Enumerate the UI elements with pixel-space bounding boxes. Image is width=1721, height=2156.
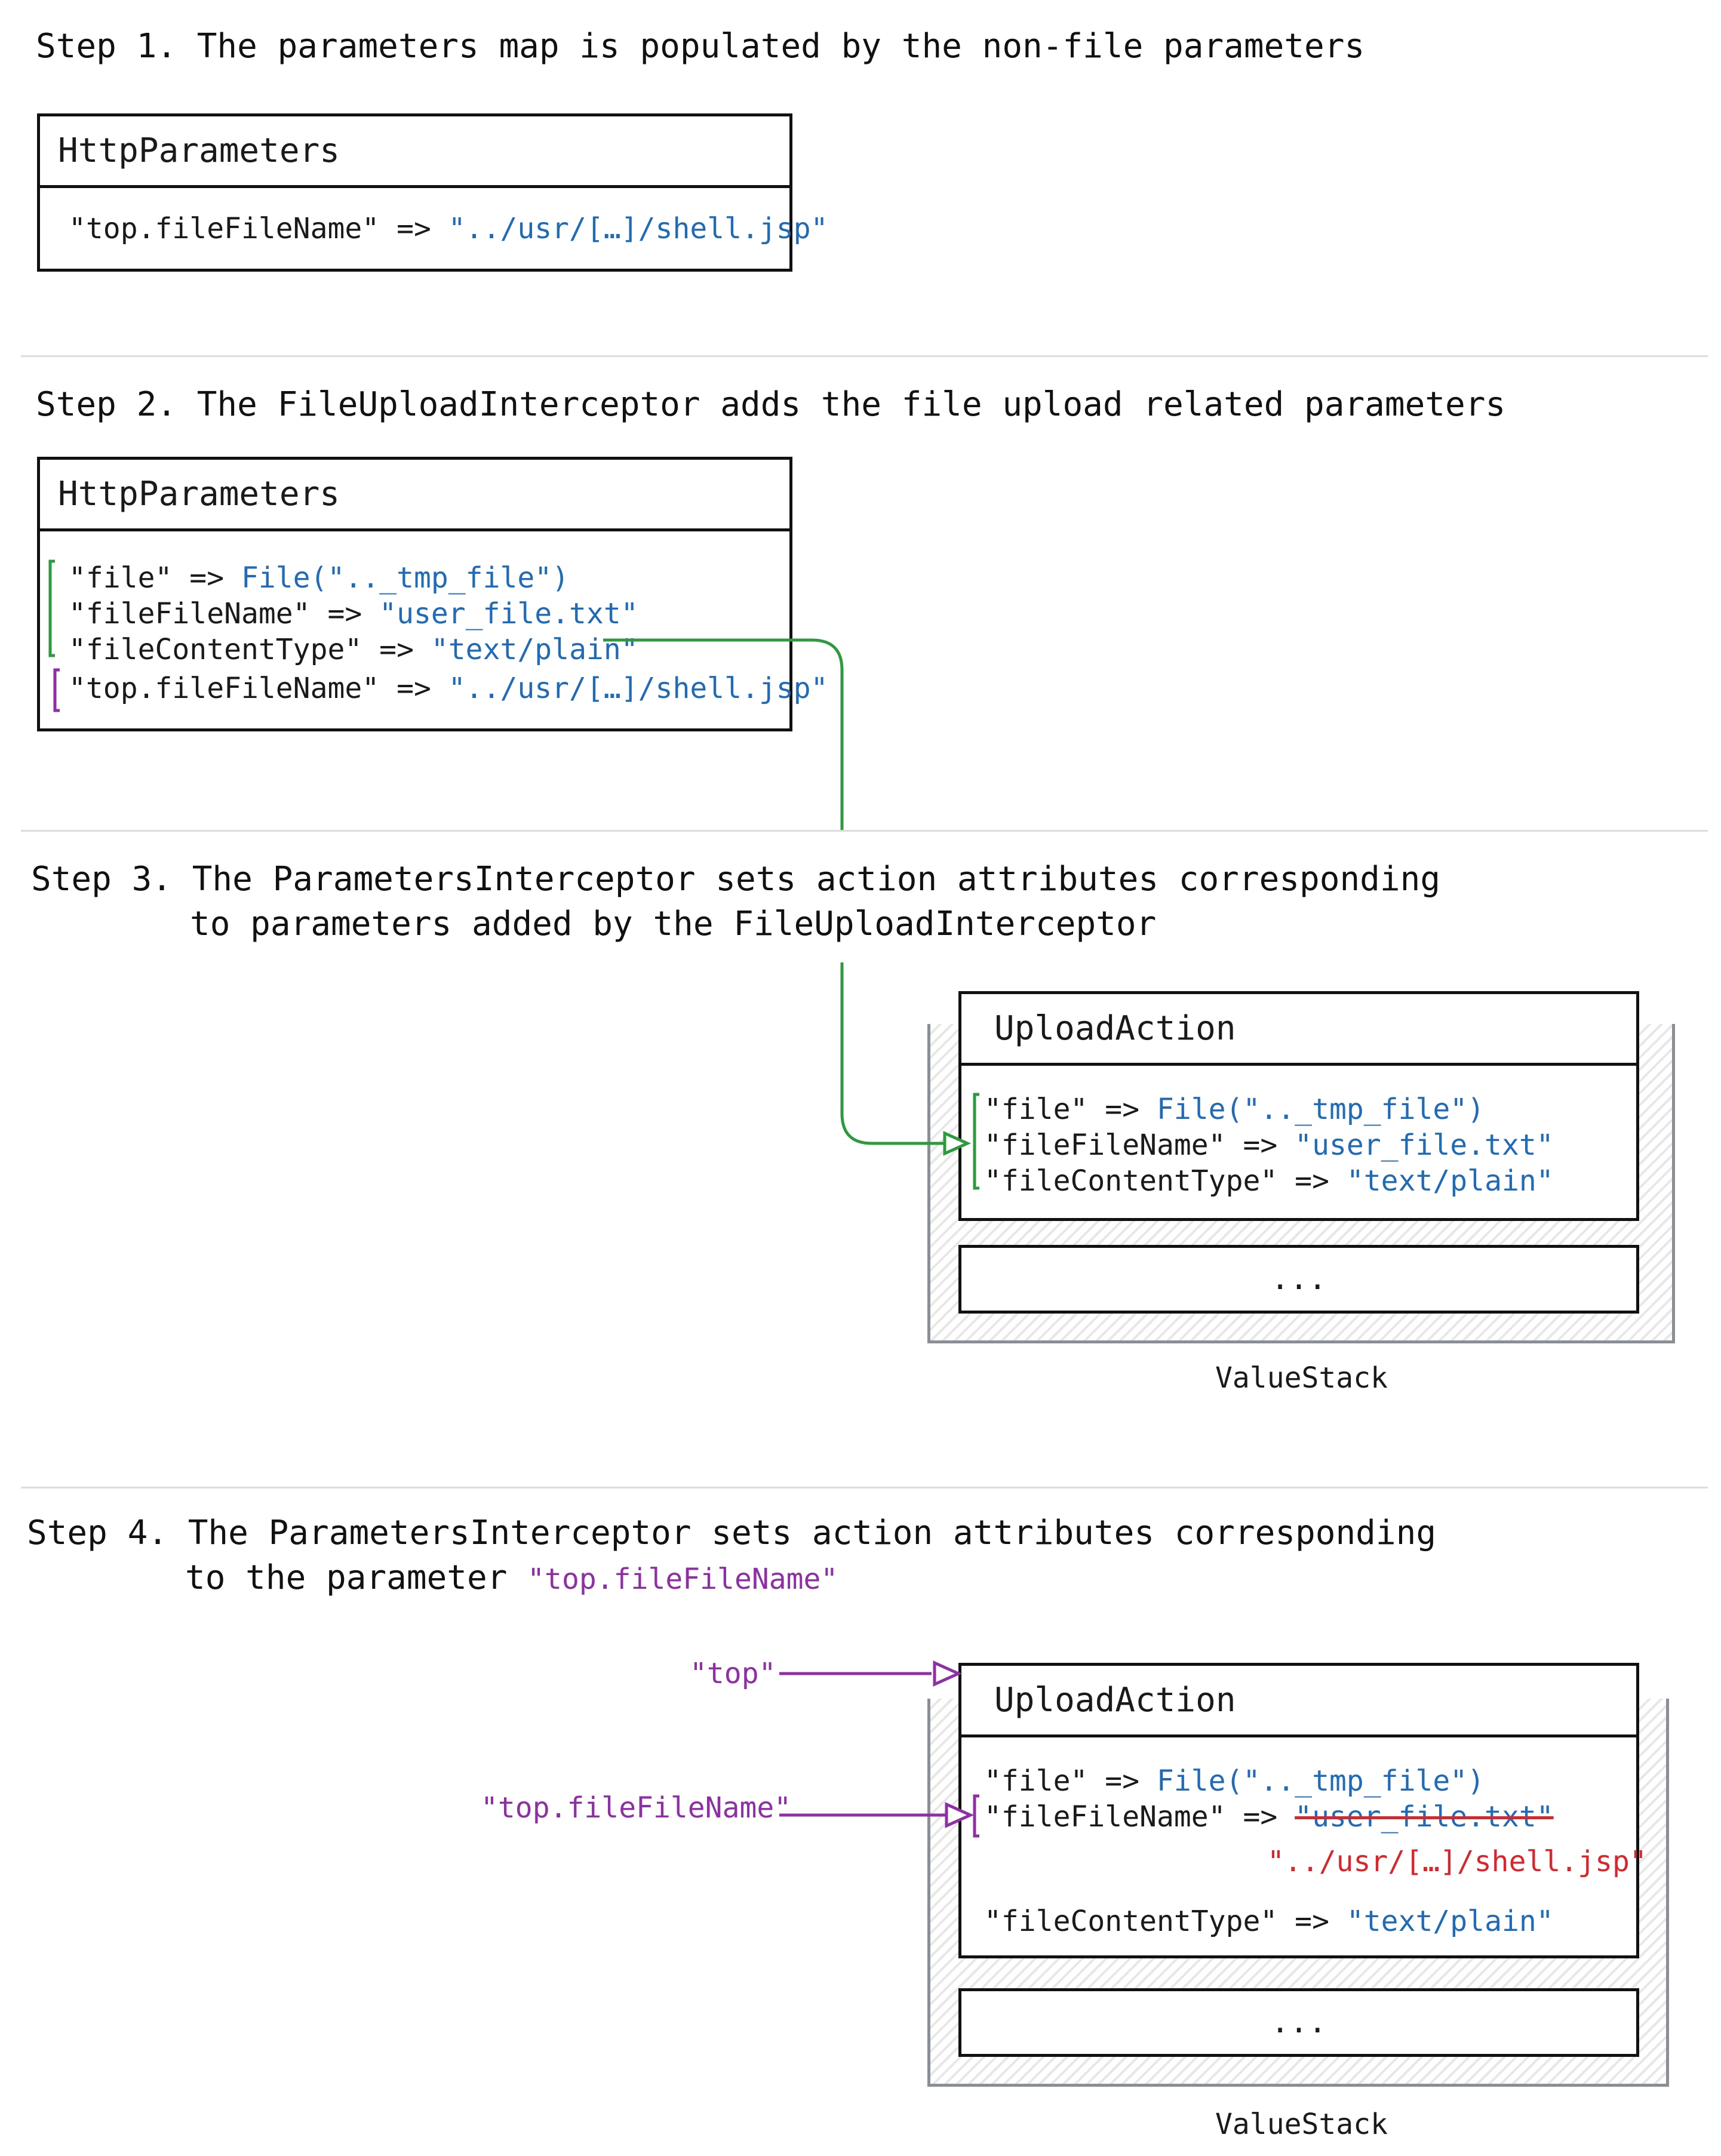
green-connector	[840, 962, 955, 1145]
step4-upload-action-box: UploadAction "file" => File(".._tmp_file…	[958, 1663, 1647, 1958]
attribute-row: "fileFileName" => "user_file.txt"	[984, 1800, 1554, 1834]
section-divider	[21, 830, 1708, 832]
ellipsis-text: ...	[1271, 1261, 1327, 1297]
step4-heading-line2: to the parameter "top.fileFileName"	[185, 1558, 838, 1597]
step3-heading-line2: to parameters added by the FileUploadInt…	[190, 905, 1157, 943]
step3-upload-action-box: UploadAction "file" => File(".._tmp_file…	[958, 991, 1639, 1221]
step1-heading: Step 1. The parameters map is populated …	[36, 27, 1365, 66]
stack-ellipsis-box: ...	[958, 1988, 1639, 2057]
param-key: "top.fileFileName" =>	[69, 212, 448, 245]
attribute-value: File(".._tmp_file")	[1156, 1764, 1485, 1798]
pointer-top-label: "top"	[690, 1657, 776, 1690]
attribute-key: "file" =>	[984, 1093, 1157, 1126]
param-row: "fileFileName" => "user_file.txt"	[69, 597, 638, 631]
box-separator	[40, 185, 789, 188]
stack-ellipsis-box: ...	[958, 1245, 1639, 1314]
attribute-value: "user_file.txt"	[1295, 1128, 1554, 1162]
param-key: "top.fileFileName" =>	[69, 672, 448, 705]
pointer-param-label: "top.fileFileName"	[481, 1791, 792, 1825]
attribute-key: "fileContentType" =>	[984, 1905, 1347, 1938]
box-title: HttpParameters	[58, 131, 340, 170]
param-row: "top.fileFileName" => "../usr/[…]/shell.…	[69, 672, 828, 705]
box-separator	[961, 1063, 1636, 1066]
new-attribute-value: "../usr/[…]/shell.jsp"	[1267, 1845, 1647, 1878]
box-separator	[961, 1734, 1636, 1737]
green-connector	[603, 638, 844, 830]
purple-arrowhead	[933, 1660, 963, 1687]
green-bracket	[973, 1093, 979, 1190]
step4-heading-line1: Step 4. The ParametersInterceptor sets a…	[27, 1514, 1437, 1552]
attribute-value: File(".._tmp_file")	[1156, 1093, 1485, 1126]
param-key: "file" =>	[69, 561, 241, 595]
step2-heading: Step 2. The FileUploadInterceptor adds t…	[36, 385, 1506, 424]
purple-bracket	[53, 668, 60, 712]
param-key: "fileContentType" =>	[69, 633, 431, 666]
attribute-value: "text/plain"	[1346, 1905, 1554, 1938]
attribute-row: "fileFileName" => "user_file.txt"	[984, 1128, 1554, 1162]
param-value: "user_file.txt"	[379, 597, 638, 631]
param-key: "fileFileName" =>	[69, 597, 380, 631]
purple-arrowhead	[945, 1802, 975, 1828]
attribute-value: "text/plain"	[1346, 1164, 1554, 1198]
step1-http-parameters-box: HttpParameters "top.fileFileName" => "..…	[37, 113, 828, 272]
box-title: UploadAction	[994, 1681, 1236, 1720]
param-value: "text/plain"	[431, 633, 638, 666]
green-bracket	[48, 559, 55, 657]
param-value: "../usr/[…]/shell.jsp"	[448, 672, 828, 705]
attribute-row: "file" => File(".._tmp_file")	[984, 1764, 1485, 1798]
param-row: "fileContentType" => "text/plain"	[69, 633, 638, 666]
attribute-row: "fileContentType" => "text/plain"	[984, 1905, 1554, 1938]
heading-param: "top.fileFileName"	[527, 1563, 838, 1596]
green-arrowhead	[943, 1131, 972, 1156]
box-title: UploadAction	[994, 1009, 1236, 1048]
param-value: File(".._tmp_file")	[241, 561, 570, 595]
param-row: "top.fileFileName" => "../usr/[…]/shell.…	[69, 212, 828, 245]
section-divider	[21, 1487, 1708, 1488]
ellipsis-text: ...	[1271, 2004, 1327, 2040]
box-title: HttpParameters	[58, 475, 340, 513]
attribute-key: "fileContentType" =>	[984, 1164, 1347, 1198]
overwritten-value: "user_file.txt"	[1295, 1800, 1554, 1834]
section-divider	[21, 355, 1708, 357]
attribute-key: "fileFileName" =>	[984, 1128, 1295, 1162]
value-stack-label: ValueStack	[1215, 1361, 1388, 1395]
value-stack-label: ValueStack	[1215, 2108, 1388, 2141]
step2-http-parameters-box: HttpParameters "file" => File(".._tmp_fi…	[37, 457, 828, 731]
attribute-key: "fileFileName" =>	[984, 1800, 1295, 1834]
attribute-row: "fileContentType" => "text/plain"	[984, 1164, 1554, 1198]
attribute-key: "file" =>	[984, 1764, 1157, 1798]
box-separator	[40, 528, 789, 531]
param-row: "file" => File(".._tmp_file")	[69, 561, 569, 595]
param-value: "../usr/[…]/shell.jsp"	[448, 212, 828, 245]
step3-heading-line1: Step 3. The ParametersInterceptor sets a…	[31, 860, 1441, 899]
heading-text: to the parameter	[185, 1558, 528, 1597]
purple-bracket	[973, 1794, 979, 1838]
attribute-row: "file" => File(".._tmp_file")	[984, 1093, 1485, 1126]
